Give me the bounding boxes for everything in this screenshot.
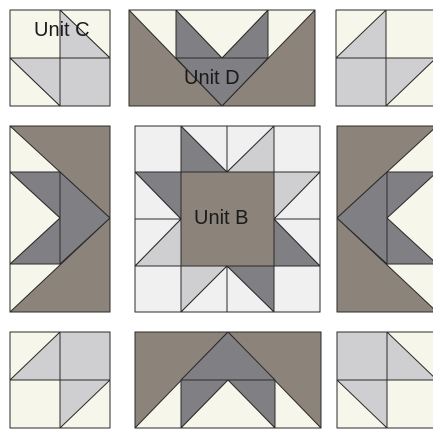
unit-b-label: Unit B bbox=[194, 207, 248, 229]
unit-c-block-bottom-right bbox=[336, 331, 433, 429]
unit-c-block-top-left bbox=[9, 9, 111, 107]
unit-d-block-right bbox=[336, 125, 433, 313]
unit-d-block-bottom bbox=[134, 331, 322, 429]
unit-b-star-block bbox=[134, 125, 321, 313]
unit-c-label: Unit C bbox=[34, 19, 90, 41]
unit-d-block-top bbox=[128, 9, 316, 107]
unit-d-label: Unit D bbox=[184, 67, 240, 89]
unit-d-block-left bbox=[9, 125, 111, 313]
unit-c-block-bottom-left bbox=[9, 331, 111, 429]
unit-c-block-top-right bbox=[335, 9, 433, 107]
